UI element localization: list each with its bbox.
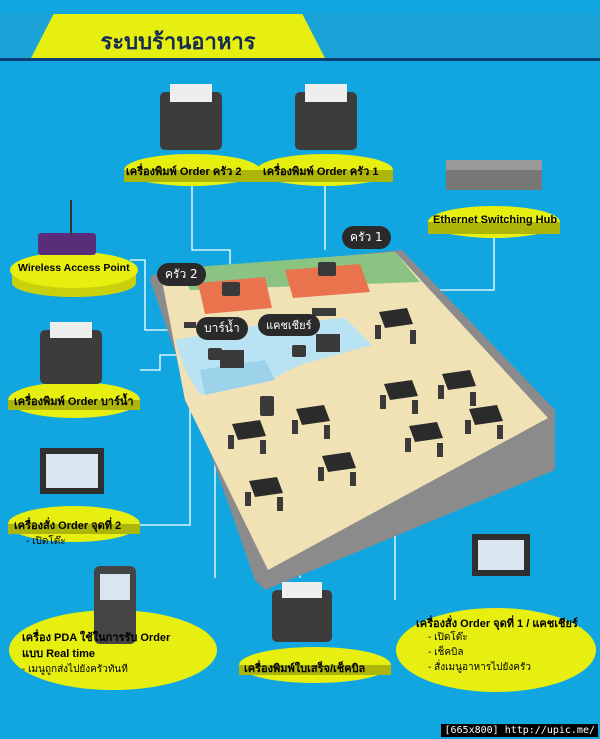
- page-title: ระบบร้านอาหาร: [100, 30, 256, 55]
- zone-bar: บาร์น้ำ: [196, 317, 248, 340]
- receipt-printer-label: เครื่องพิมพ์ใบเสร็จ/เช็คบิล: [244, 663, 366, 675]
- watermark-footer: [665x800] http://upic.me/: [441, 724, 598, 737]
- bar-printer-label: เครื่องพิมพ์ Order บาร์น้ำ: [14, 396, 134, 408]
- hub-label: Ethernet Switching Hub: [433, 214, 558, 226]
- kitchen-2-printer-label: เครื่องพิมพ์ Order ครัว 2: [126, 166, 242, 178]
- pda-label-1: เครื่อง PDA ใช้ในการรับ Order: [22, 632, 171, 644]
- device-illustrations: [38, 84, 542, 644]
- pos1-item-2: - เช็คบิล: [428, 647, 464, 658]
- dining-tables: [232, 308, 503, 497]
- zone-kitchen-2: ครัว 2: [157, 263, 206, 286]
- pda-label-2: แบบ Real time: [22, 648, 96, 660]
- wifi-label: Wireless Access Point: [18, 262, 130, 274]
- title-tab: [30, 14, 326, 60]
- pos2-label: เครื่องสั่ง Order จุดที่ 2: [14, 520, 122, 532]
- pos1-item-3: - สั่งเมนูอาหารไปยังครัว: [428, 662, 531, 673]
- pos2-item: - เปิดโต๊ะ: [26, 536, 66, 547]
- zone-cashier: แคชเชียร์: [258, 314, 320, 336]
- kitchen-1-printer-label: เครื่องพิมพ์ Order ครัว 1: [263, 166, 379, 178]
- kitchen-1-zone: [285, 264, 370, 298]
- pos1-label: เครื่องสั่ง Order จุดที่ 1 / แคชเชียร์: [416, 618, 578, 630]
- pos1-item-1: - เปิดโต๊ะ: [428, 632, 468, 643]
- zone-kitchen-1: ครัว 1: [342, 226, 391, 249]
- title-underline: [0, 58, 600, 61]
- floor-devices: [184, 262, 340, 416]
- pda-item: - เมนูถูกส่งไปยังครัวทันที: [22, 664, 128, 675]
